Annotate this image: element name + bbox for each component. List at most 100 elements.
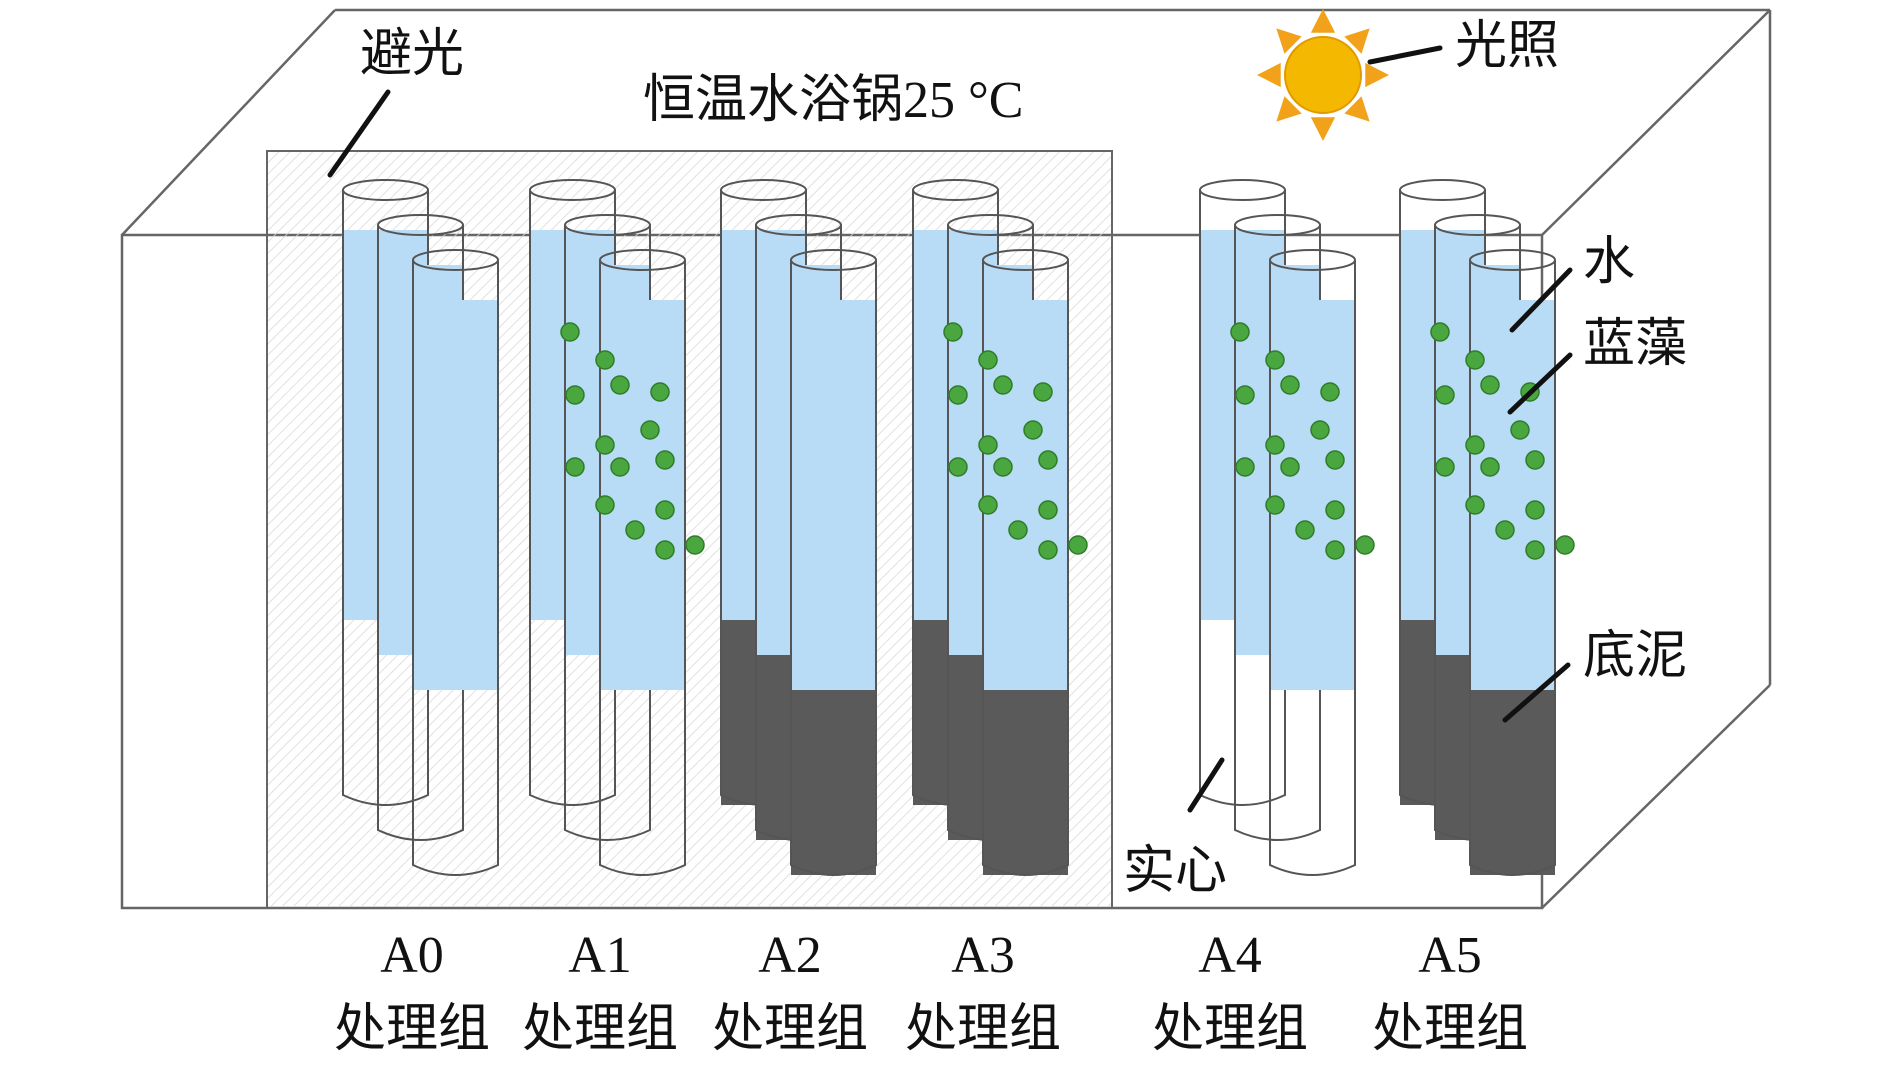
group-a1-code: A1 <box>568 927 632 984</box>
tube-wall <box>564 225 651 841</box>
test-tube <box>1269 249 1356 876</box>
sun-ray <box>1276 28 1302 54</box>
algae-dot <box>595 495 615 515</box>
tube-wall <box>1199 190 1286 806</box>
algae-dot <box>1265 495 1285 515</box>
test-tube <box>1469 249 1556 876</box>
bath-title-text: 恒温水浴锅 <box>643 70 904 130</box>
water-leader <box>1509 267 1573 333</box>
tube-wall <box>1469 260 1556 876</box>
sun-ray <box>1276 96 1302 122</box>
algae-dot <box>685 535 705 555</box>
algae-dot <box>1310 420 1330 440</box>
algae-dot <box>1280 375 1300 395</box>
tube-group-a3 <box>912 179 1088 876</box>
tube-wall <box>377 225 464 841</box>
algae-dot <box>1525 500 1545 520</box>
water-fill <box>1470 300 1555 690</box>
group-a1-suffix: 处理组 <box>521 999 678 1059</box>
sun-ray <box>1257 62 1281 88</box>
algae-dot <box>1525 540 1545 560</box>
algae-label: 蓝藻 <box>1583 314 1688 374</box>
algae-dot <box>625 520 645 540</box>
algae-dot <box>1038 540 1058 560</box>
tube-rim <box>1399 179 1486 201</box>
algae-dot <box>1068 535 1088 555</box>
algae-dot <box>1235 385 1255 405</box>
sun-ray <box>1310 117 1336 141</box>
algae-dot <box>1033 382 1053 402</box>
algae-dot <box>1235 457 1255 477</box>
test-tube <box>599 249 686 876</box>
algae-dot <box>595 350 615 370</box>
algae-dot <box>1435 457 1455 477</box>
algae-dot <box>650 382 670 402</box>
algae-dot <box>1230 322 1250 342</box>
water-fill <box>1270 300 1355 690</box>
light-label: 光照 <box>1455 16 1560 76</box>
algae-dot <box>1525 450 1545 470</box>
group-a5-code: A5 <box>1418 927 1482 984</box>
light-leader <box>1367 45 1443 65</box>
algae-dot <box>1295 520 1315 540</box>
sediment-label: 底泥 <box>1583 626 1688 686</box>
sun-disc <box>1284 36 1362 114</box>
tube-wall <box>982 260 1069 876</box>
sun-ray <box>1344 28 1370 54</box>
algae-dot <box>978 495 998 515</box>
algae-dot <box>565 385 585 405</box>
algae-dot <box>655 450 675 470</box>
tube-wall <box>790 260 877 876</box>
tube-group-a4 <box>1199 179 1375 876</box>
algae-leader <box>1507 352 1573 415</box>
algae-dot <box>655 500 675 520</box>
group-a4-suffix: 处理组 <box>1151 999 1308 1059</box>
water-fill <box>791 300 876 690</box>
algae-dot <box>1265 350 1285 370</box>
leader-lines <box>327 45 1573 813</box>
group-a3-suffix: 处理组 <box>904 999 1061 1059</box>
algae-dot <box>565 457 585 477</box>
tube-wall <box>599 260 686 876</box>
algae-dot <box>948 457 968 477</box>
algae-dot <box>993 375 1013 395</box>
algae-dot <box>1038 500 1058 520</box>
tube-group-a0 <box>342 179 499 876</box>
dark-leader <box>327 89 391 178</box>
tube-group-a2 <box>720 179 877 876</box>
algae-dot <box>1325 450 1345 470</box>
solid-leader <box>1187 757 1225 813</box>
tube-group-a1 <box>529 179 705 876</box>
bath-temperature: 25 °C <box>903 72 1024 129</box>
water-fill <box>983 300 1068 690</box>
algae-dot <box>1465 350 1485 370</box>
group-a3-code: A3 <box>951 927 1015 984</box>
algae-dot <box>1510 420 1530 440</box>
algae-dot <box>1465 435 1485 455</box>
dark-label: 避光 <box>360 24 465 84</box>
test-tube <box>982 249 1069 876</box>
algae-dot <box>993 457 1013 477</box>
group-a2-code: A2 <box>758 927 822 984</box>
sediment-fill <box>791 690 876 875</box>
algae-dot <box>1008 520 1028 540</box>
algae-dot <box>1465 495 1485 515</box>
group-a2-suffix: 处理组 <box>711 999 868 1059</box>
algae-dot <box>1435 385 1455 405</box>
tube-wall <box>342 190 429 806</box>
tube-wall <box>412 260 499 876</box>
tube-group-a5 <box>1399 179 1575 876</box>
algae-dot <box>1038 450 1058 470</box>
test-tube <box>790 249 877 876</box>
bath-title: 恒温水浴锅25 °C <box>643 74 1024 127</box>
sediment-fill <box>1470 690 1555 875</box>
algae-dot <box>943 322 963 342</box>
water-label: 水 <box>1583 232 1636 292</box>
sediment-leader <box>1502 662 1571 723</box>
group-a0-suffix: 处理组 <box>333 999 490 1059</box>
algae-dot <box>1430 322 1450 342</box>
algae-dot <box>1325 540 1345 560</box>
algae-dot <box>1265 435 1285 455</box>
algae-dot <box>610 457 630 477</box>
tube-groups <box>342 179 1575 876</box>
